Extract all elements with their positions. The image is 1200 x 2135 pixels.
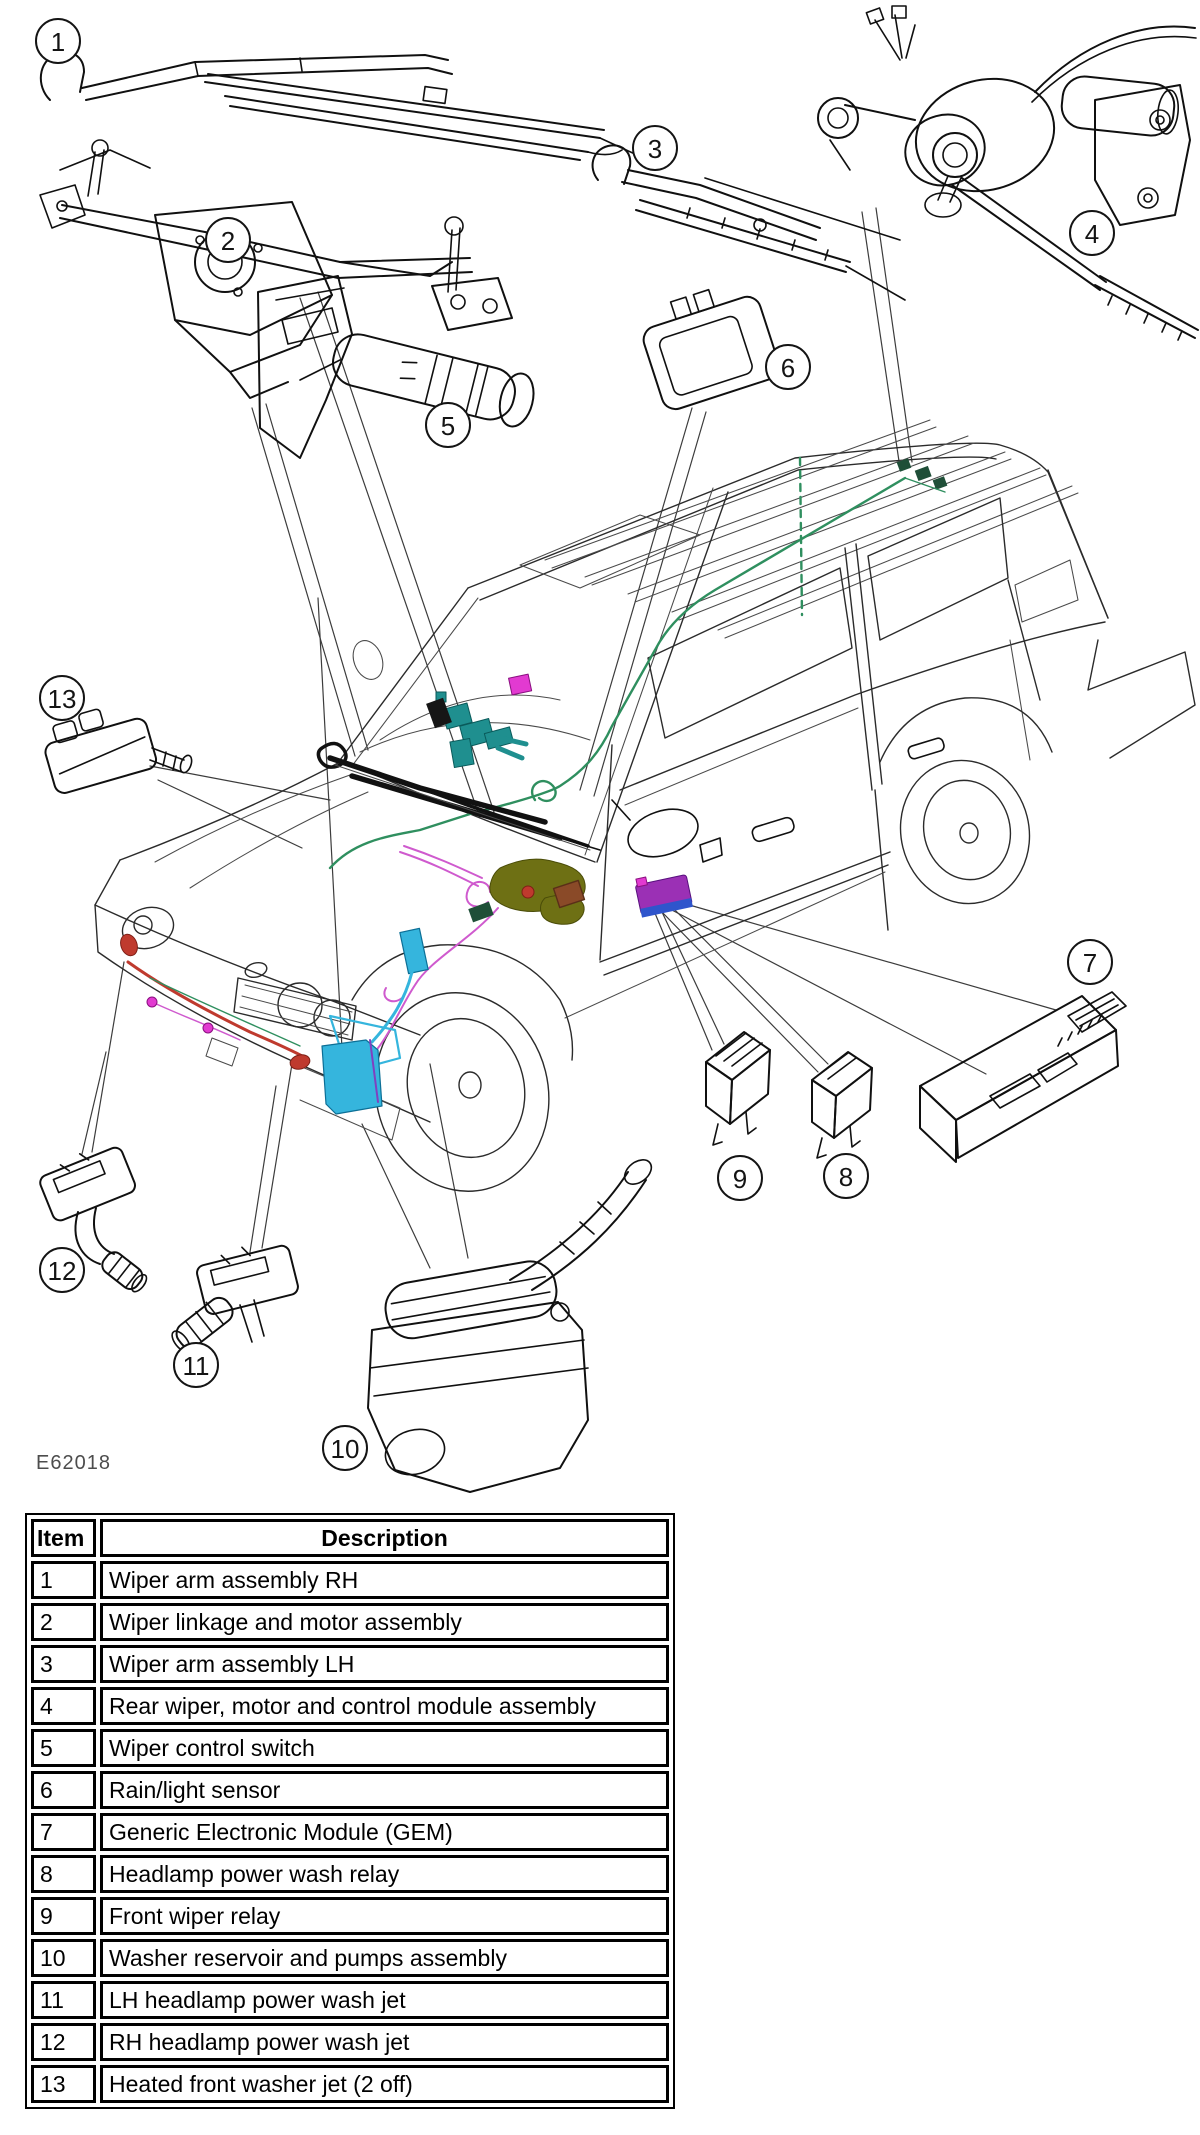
cell-item-number: 13 [31, 2065, 96, 2103]
gem-module-sketch [919, 991, 1127, 1163]
cell-description: Wiper arm assembly LH [100, 1645, 669, 1683]
callout-9-badge: 9 [717, 1155, 763, 1201]
cell-description: Heated front washer jet (2 off) [100, 2065, 669, 2103]
callout-3-badge: 3 [632, 125, 678, 171]
cell-item-number: 12 [31, 2023, 96, 2061]
heated-washer-jet-sketch [44, 708, 193, 794]
callout-7-badge: 7 [1067, 939, 1113, 985]
callout-4-badge: 4 [1069, 210, 1115, 256]
wiper-system-diagram [39, 5, 1199, 1493]
cell-item-number: 6 [31, 1771, 96, 1809]
callout-1-badge: 1 [35, 18, 81, 64]
cowl-wipers-black [316, 697, 601, 851]
cell-description: Wiper arm assembly RH [100, 1561, 669, 1599]
wiper-control-switch-sketch [257, 275, 535, 459]
cell-item-number: 3 [31, 1645, 96, 1683]
lh-headlamp-wash-jet-sketch [171, 1244, 299, 1353]
cell-description: Wiper linkage and motor assembly [100, 1603, 669, 1641]
callout-10-badge: 10 [322, 1425, 368, 1471]
cell-item-number: 5 [31, 1729, 96, 1767]
callout-12-badge: 12 [39, 1247, 85, 1293]
callout-2-badge: 2 [205, 217, 251, 263]
wiper-linkage-motor-sketch [39, 139, 513, 399]
col-header-description: Description [100, 1519, 669, 1557]
callout-8-badge: 8 [823, 1153, 869, 1199]
cowl-harness-cluster-olive [468, 858, 586, 925]
cell-item-number: 11 [31, 1981, 96, 2019]
cell-description: Generic Electronic Module (GEM) [100, 1813, 669, 1851]
cell-description: Rain/light sensor [100, 1771, 669, 1809]
wiper-arm-lh-sketch [591, 144, 906, 301]
cell-item-number: 1 [31, 1561, 96, 1599]
cell-description: LH headlamp power wash jet [100, 1981, 669, 2019]
rh-headlamp-wash-jet-sketch [39, 1146, 148, 1293]
wiper-arm-rh-sketch [40, 51, 649, 161]
cell-description: Wiper control switch [100, 1729, 669, 1767]
cell-item-number: 4 [31, 1687, 96, 1725]
parts-table-header: Item Description [31, 1519, 669, 1557]
relay-connector-purple [635, 874, 693, 918]
cell-item-number: 2 [31, 1603, 96, 1641]
callout-11-badge: 11 [173, 1342, 219, 1388]
reservoir-in-car-cyan [321, 927, 429, 1115]
callout-5-badge: 5 [425, 402, 471, 448]
washer-reservoir-sketch [367, 1159, 653, 1493]
figure-code-label: E62018 [36, 1452, 111, 1474]
cell-description: Headlamp power wash relay [100, 1855, 669, 1893]
harness-connector-magenta [508, 673, 533, 696]
washer-hose-red [126, 960, 308, 1060]
callout-13-badge: 13 [39, 675, 85, 721]
cell-item-number: 8 [31, 1855, 96, 1893]
rain-light-sensor-sketch [642, 288, 780, 411]
rear-wiper-motor-sketch [817, 5, 1199, 341]
cell-description: Front wiper relay [100, 1897, 669, 1935]
front-wiper-relay-sketch [705, 1031, 771, 1146]
wiper-motor-connector-teal [435, 691, 529, 769]
cell-description: Rear wiper, motor and control module ass… [100, 1687, 669, 1725]
harness-overlays [120, 456, 948, 1115]
leader-lines [81, 207, 1057, 1269]
cell-description: Washer reservoir and pumps assembly [100, 1939, 669, 1977]
cell-item-number: 10 [31, 1939, 96, 1977]
cell-description: RH headlamp power wash jet [100, 2023, 669, 2061]
vehicle-outline [94, 419, 1196, 1192]
callout-6-badge: 6 [765, 344, 811, 390]
cell-item-number: 9 [31, 1897, 96, 1935]
col-header-item: Item [31, 1519, 96, 1557]
cell-item-number: 7 [31, 1813, 96, 1851]
headlamp-wash-relay-sketch [811, 1051, 873, 1159]
